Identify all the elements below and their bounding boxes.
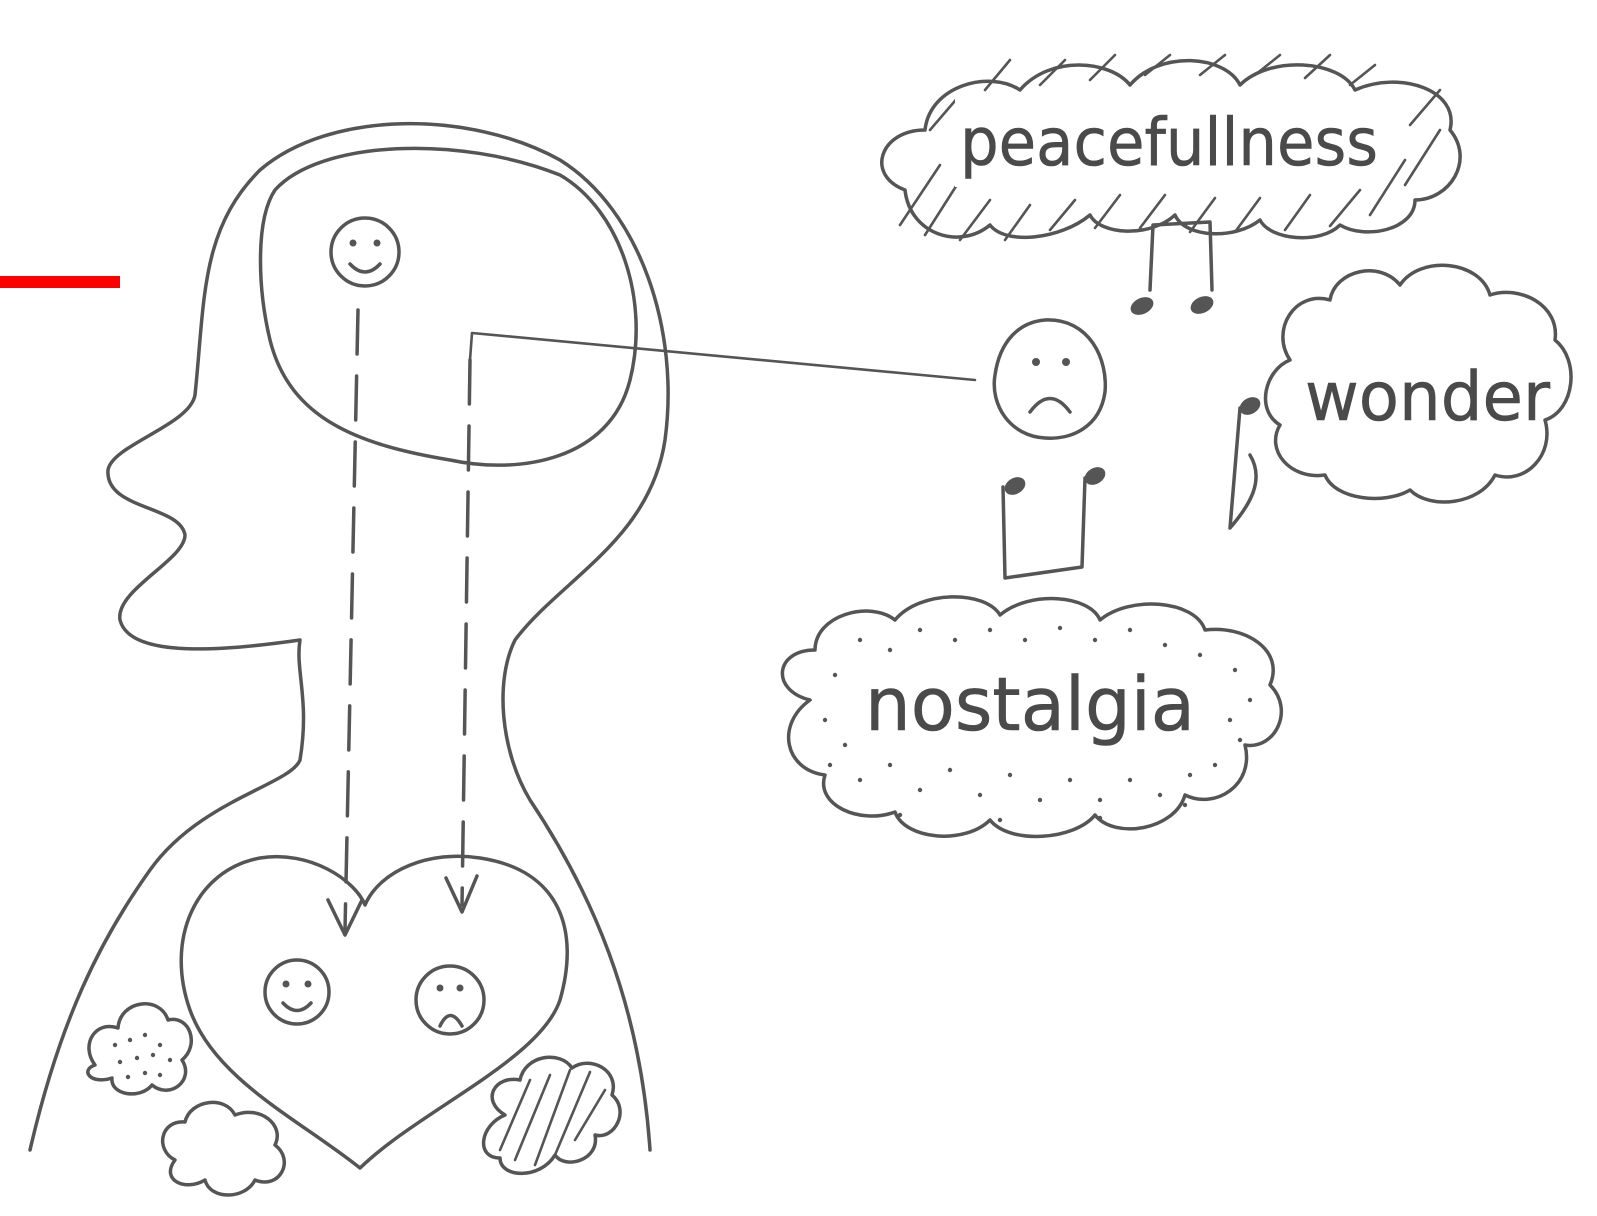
sad-dashed-arrow bbox=[460, 358, 472, 907]
peacefullness-label: peacefullness bbox=[960, 104, 1378, 181]
wonder-cloud: wonder bbox=[1263, 263, 1573, 504]
arrow-head bbox=[326, 898, 364, 937]
connector-line bbox=[468, 331, 977, 382]
external-sad-face bbox=[992, 318, 1108, 440]
red-accent-bar bbox=[0, 276, 120, 288]
music-note-single bbox=[1228, 397, 1261, 530]
sad-face-icon bbox=[414, 964, 486, 1036]
music-note-pair-top bbox=[1130, 220, 1214, 315]
peacefullness-cloud: peacefullness bbox=[880, 53, 1462, 242]
human-silhouette-outline bbox=[28, 121, 670, 1152]
wonder-label: wonder bbox=[1305, 358, 1550, 437]
heart-happy-face bbox=[263, 958, 331, 1026]
heart-outline bbox=[179, 854, 569, 1170]
smiley-face-icon bbox=[263, 958, 331, 1026]
sad-face-icon bbox=[992, 318, 1108, 440]
brain-oval bbox=[258, 146, 638, 467]
heart-sad-face bbox=[414, 964, 486, 1036]
body-plain-cloud bbox=[160, 1100, 286, 1197]
body-hatched-cloud bbox=[482, 1055, 622, 1176]
brain-happy-face bbox=[329, 216, 401, 288]
smiley-face-icon bbox=[329, 216, 401, 288]
music-note-pair-bottom bbox=[1001, 467, 1106, 580]
happy-dashed-arrow bbox=[343, 308, 360, 932]
nostalgia-cloud: nostalgia bbox=[780, 595, 1283, 839]
arrow-head bbox=[444, 874, 479, 914]
nostalgia-dots bbox=[822, 625, 1253, 823]
body-dotted-cloud bbox=[86, 1002, 194, 1096]
nostalgia-label: nostalgia bbox=[865, 662, 1195, 748]
